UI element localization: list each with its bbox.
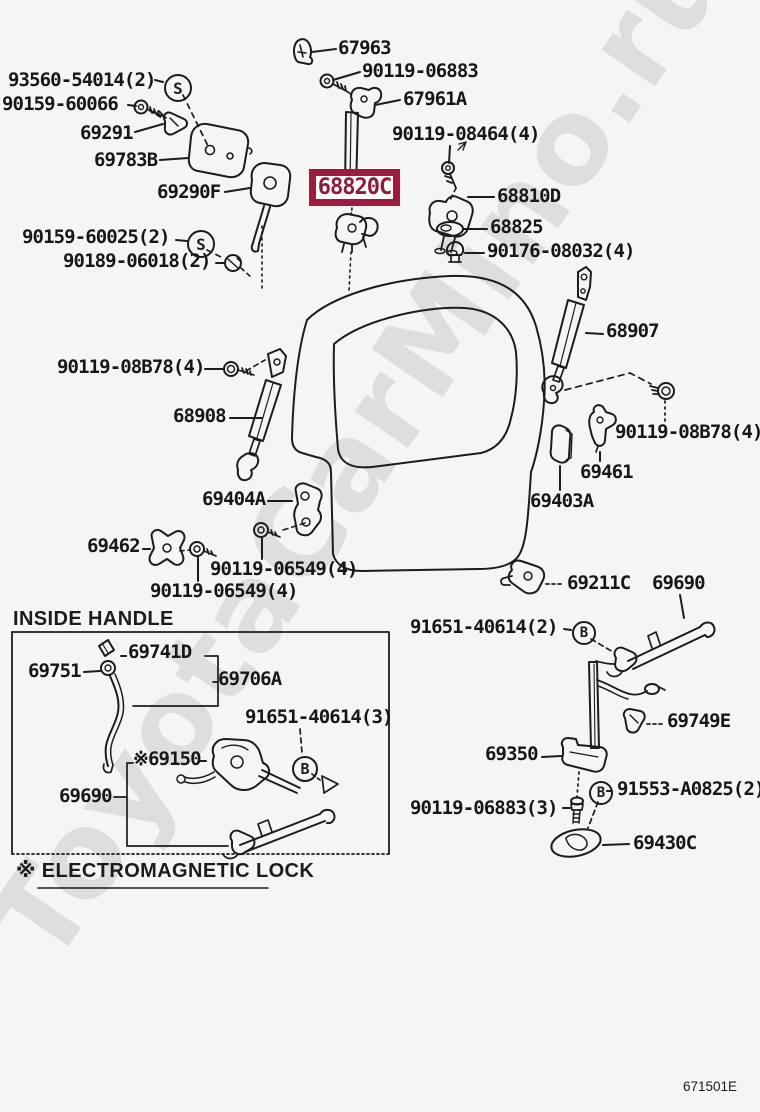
part-label-69211C: 69211C (567, 572, 631, 594)
part-label-90119-06883-3: 90119-06883(3) (410, 797, 558, 819)
figure-code: 671501E (683, 1079, 738, 1094)
part-label-69290F: 69290F (157, 181, 221, 203)
bracket-69211C-icon (500, 559, 565, 595)
highlighted-part-68820C: 68820C (309, 169, 400, 206)
part-label-67963: 67963 (338, 37, 392, 59)
leader-93560 (154, 79, 164, 83)
latch-cover-69783B-icon (159, 122, 253, 179)
bolt-90119-08B78-right-icon (649, 382, 675, 422)
bolt-90119-08B78-left-icon (204, 359, 266, 377)
part-label-69749E: 69749E (667, 710, 731, 732)
pin-69751-icon (83, 639, 127, 676)
callout-s-mid: S (187, 230, 215, 258)
part-label-91651-40614-3: 91651-40614(3) (245, 706, 393, 728)
part-label-90119-08B78-left: 90119-08B78(4) (57, 356, 205, 378)
handle-69290F-icon (224, 162, 292, 291)
grommet-90189-06018-icon (215, 254, 253, 279)
part-label-90159-60025: 90159-60025(2) (22, 226, 170, 248)
part-label-90189-06018: 90189-06018(2) (63, 250, 211, 272)
part-label-68810D: 68810D (497, 185, 561, 207)
bolt-90119-06549-b-icon (189, 541, 217, 582)
clip-69749E-icon (622, 708, 665, 734)
striker-69461-icon (588, 404, 617, 462)
part-label-90159-60066: 90159-60066 (2, 93, 119, 115)
part-label-69783B: 69783B (94, 149, 158, 171)
part-label-69751: 69751 (28, 660, 82, 682)
part-label-91651-40614-2: 91651-40614(2) (410, 616, 558, 638)
leader-90159-60025 (175, 239, 188, 242)
pointer-arrow-icon (321, 775, 339, 794)
part-label-69291: 69291 (80, 122, 134, 144)
highlighted-part-number: 68820C (317, 174, 392, 200)
callout-b-inside: B (292, 756, 318, 782)
bracket-69462-icon (142, 528, 191, 566)
part-label-68908: 68908 (173, 405, 227, 427)
screw-90119-06883-3-icon (562, 796, 584, 824)
part-label-90119-06549-a: 90119-06549(4) (210, 558, 358, 580)
part-label-69350: 69350 (485, 743, 539, 765)
part-label-69706A: 69706A (218, 668, 282, 690)
part-label-69461: 69461 (580, 461, 634, 483)
part-label-69430C: 69430C (633, 832, 697, 854)
clip-69291-icon (134, 110, 188, 136)
part-label-68825: 68825 (490, 216, 544, 238)
part-label-69741D: 69741D (128, 641, 192, 663)
linkage-69690-box-icon (113, 762, 336, 860)
electromagnetic-lock-note: ※ ELECTROMAGNETIC LOCK (16, 860, 315, 882)
part-label-67961A: 67961A (403, 88, 467, 110)
dash-s-top (182, 94, 210, 149)
gasket-68825-icon (436, 221, 488, 237)
rod-69741D-icon (102, 655, 219, 774)
callout-s-top: S (164, 74, 192, 102)
strut-68908-icon (229, 348, 287, 482)
inside-handle-title: INSIDE HANDLE (13, 608, 174, 630)
tailgate-window (332, 306, 518, 469)
grommet-90176-08032-icon (445, 241, 485, 263)
part-label-68907: 68907 (606, 320, 660, 342)
lock-69350-icon (541, 661, 666, 798)
part-label-90119-08B78-right: 90119-08B78(4) (615, 421, 760, 443)
inside-handle-box (11, 631, 390, 855)
clip-67963-icon (293, 38, 337, 66)
screw-90119-06883-icon (319, 71, 361, 98)
part-label-69403A: 69403A (530, 490, 594, 512)
strut-68907-icon (541, 266, 652, 405)
pad-69403A-icon (549, 424, 573, 491)
part-label-69690-right: 69690 (652, 572, 706, 594)
grommet-69430C-icon (550, 801, 630, 858)
part-label-90119-06883: 90119-06883 (362, 60, 479, 82)
part-label-69690-box: 69690 (59, 785, 113, 807)
part-label-90119-08464: 90119-08464(4) (392, 123, 540, 145)
handle-69150-icon (176, 738, 301, 794)
part-label-69150: ※69150 (133, 748, 202, 770)
part-label-90119-06549-b: 90119-06549(4) (150, 580, 298, 602)
bolt-90119-06549-a-icon (253, 522, 281, 560)
hinge-68810D-icon (428, 195, 495, 257)
tailgate-outline (291, 274, 546, 572)
part-label-69462: 69462 (87, 535, 141, 557)
callout-b-right: B (572, 621, 596, 645)
hinge-69404A-icon (267, 482, 323, 537)
part-label-91553-A0825: 91553-A0825(2) (617, 778, 760, 800)
part-label-69404A: 69404A (202, 488, 266, 510)
lock-68820C-icon (334, 207, 379, 291)
screw-90159-60066-icon (127, 99, 163, 119)
dash-91651-3 (299, 728, 303, 754)
callout-b-lower: B (589, 781, 613, 805)
part-label-90176-08032: 90176-08032(4) (487, 240, 635, 262)
part-label-93560-54014: 93560-54014(2) (8, 69, 156, 91)
linkage-69690-right-icon (563, 594, 716, 678)
screw-90119-08464-icon (441, 141, 467, 201)
